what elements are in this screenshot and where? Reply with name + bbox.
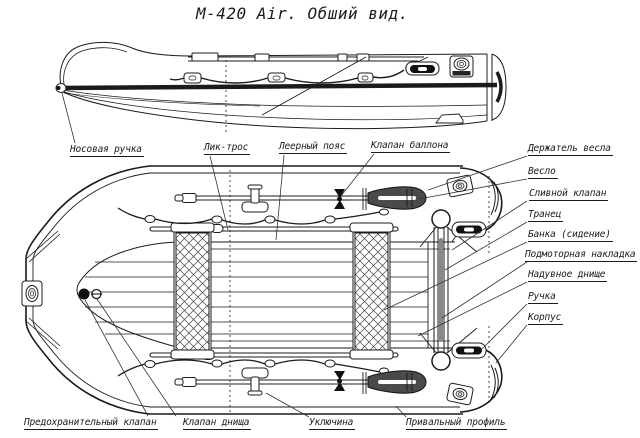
leader-bottom-valve	[96, 298, 177, 417]
bottom-valve-dot	[91, 288, 102, 300]
motor-pad	[439, 238, 443, 342]
leader-tube-valve	[340, 153, 375, 197]
label-tube-valve: Клапан баллона	[371, 140, 451, 153]
label-oarlock: Уключина	[309, 417, 356, 430]
page-title: М-420 Air. Обший вид.	[196, 4, 409, 23]
tube-valve-bottom	[334, 371, 345, 391]
stern-handle-bottom	[451, 342, 487, 359]
top-view	[21, 165, 503, 415]
transom	[419, 209, 478, 371]
side-rub-rail-band	[61, 82, 498, 91]
label-rub-rail: Привальный профиль	[406, 417, 508, 430]
side-lifeline-rope	[169, 69, 405, 84]
label-oar: Весло	[528, 166, 558, 179]
label-bench-seat: Банка (сидение)	[528, 229, 613, 242]
bench-seat-2	[349, 222, 394, 360]
leader-hull	[495, 324, 528, 364]
label-lifeline-belt: Леерный пояс	[279, 141, 348, 154]
label-bottom-valve: Клапан днища	[183, 417, 252, 430]
leader-oar-holder	[427, 155, 528, 191]
leader-transom	[444, 221, 528, 271]
logo-stern-bottom	[446, 382, 474, 406]
label-inflatable-bottom: Надувное днище	[528, 269, 608, 282]
label-luff-rope: Лик-трос	[204, 142, 251, 155]
oarlock-mount-bottom	[241, 367, 269, 396]
stern-handle-top	[451, 221, 487, 238]
label-safety-valve: Предохранительный клапан	[24, 417, 159, 430]
label-bow-handle: Носовая ручка	[70, 144, 144, 157]
side-view	[55, 41, 507, 133]
label-handle: Ручка	[528, 291, 558, 304]
leader-oarlock	[265, 392, 310, 418]
label-transom: Транец	[528, 209, 564, 222]
floor-seams	[80, 248, 450, 342]
side-bow-handle	[55, 83, 67, 93]
label-drain-valve: Сливной клапан	[529, 188, 609, 201]
side-tube-top	[59, 41, 488, 91]
leader-lines	[61, 92, 528, 418]
leader-rub-rail	[395, 405, 407, 418]
label-hull: Корпус	[528, 312, 564, 325]
side-logo-badge	[449, 55, 474, 78]
leader-motor-pad	[441, 261, 528, 319]
floor-outline	[76, 241, 455, 349]
leader-bow-handle	[61, 92, 76, 144]
logo-stern-top	[446, 174, 474, 198]
leader-bench-seat	[383, 241, 528, 311]
side-stern-cone	[491, 53, 507, 121]
leader-safety-valve	[84, 299, 149, 417]
label-motor-pad: Подмоторная накладка	[525, 249, 638, 262]
side-stern-handle	[405, 61, 440, 76]
tube-valve-top	[334, 189, 345, 209]
leader-luff-rope	[209, 155, 229, 231]
oar-bottom	[174, 367, 427, 396]
oar-top	[174, 184, 427, 213]
leader-inflatable-bottom	[417, 281, 528, 337]
leader-lifeline-belt	[275, 154, 285, 241]
bench-seat-1	[170, 222, 215, 360]
leader-oar	[418, 178, 528, 200]
leader-drain-valve	[451, 200, 528, 251]
label-oar-holder: Держатель весла	[528, 143, 613, 156]
logo-bow	[21, 280, 43, 307]
top-lifeline-ropes	[117, 207, 389, 377]
safety-valve-dot	[78, 288, 90, 300]
leader-handle	[480, 303, 528, 351]
oarlock-mount-top	[241, 184, 269, 213]
